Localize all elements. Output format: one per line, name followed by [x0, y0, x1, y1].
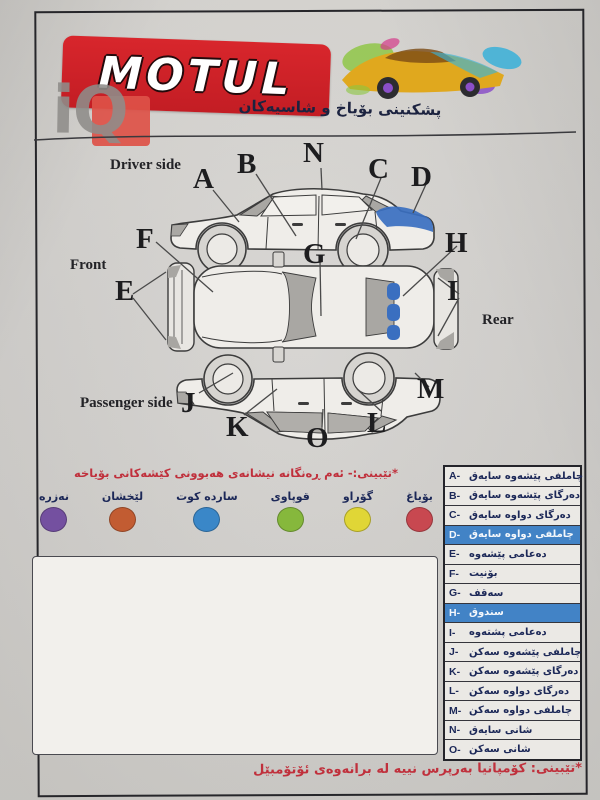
table-row: G- سەقف: [445, 584, 580, 604]
zone-letter-l: L: [367, 407, 387, 439]
table-row: O- شانی سەکن: [445, 740, 580, 759]
zone-letter-i: I: [447, 275, 459, 307]
part-label: چاملفی دواوە سایەق: [469, 529, 574, 541]
table-row: M- چاملفی دواوە سەکن: [445, 701, 580, 721]
part-key: B-: [449, 489, 461, 502]
paint-mark-zone-h: [387, 283, 400, 340]
part-label: بۆنیت: [469, 568, 498, 580]
zone-letter-a: A: [193, 163, 214, 195]
part-label: دەرگای دواوە سایەق: [469, 509, 571, 521]
part-key: A-: [449, 470, 461, 483]
legend-item: ساردە کوت: [176, 490, 238, 548]
legend-item: لێخشان: [102, 490, 143, 548]
zone-letter-e: E: [115, 275, 135, 307]
zone-letter-n: N: [303, 137, 324, 169]
legend-color-dot: [405, 507, 433, 532]
legend-label: گۆراو: [342, 490, 374, 503]
label-rear: Rear: [482, 312, 514, 328]
part-label: دەرگای دواوە سەکن: [469, 685, 570, 697]
zone-letter-g: G: [303, 238, 326, 270]
part-label: چاملفی پێشەوە سەکن: [469, 646, 582, 658]
legend-note: *تێبینی:- ئەم ڕەنگانە نیشانەی هەبوونی کێ…: [74, 466, 398, 480]
table-row: I- دەعامی پشتەوە: [445, 623, 580, 643]
part-label: چاملفی پێشەوە سایەق: [469, 470, 584, 482]
table-row: D- چاملفی دواوە سایەق: [445, 525, 580, 546]
part-key: D-: [449, 528, 461, 541]
table-row: F- بۆنیت: [445, 564, 580, 585]
legend-color-dot: [193, 507, 221, 532]
legend-label: قوپاوی: [270, 490, 310, 503]
table-row: K- دەرگای پێشەوە سەکن: [445, 662, 580, 682]
part-label: دەرگای پێشەوە سەکن: [469, 666, 579, 678]
table-row: C- دەرگای دواوە سایەق: [445, 506, 580, 526]
part-label: شانی سایەق: [469, 724, 533, 736]
legend-color-dot: [40, 507, 68, 532]
part-label: دەرگای پێشەوە سایەق: [469, 490, 581, 502]
zone-letter-d: D: [411, 161, 432, 193]
table-row: N- شانی سایەق: [445, 720, 580, 741]
part-label: دەعامی پشتەوە: [469, 627, 547, 639]
color-legend: بۆیاغ گۆراو قوپاوی ساردە کوت لێخشان نەزر…: [33, 490, 439, 548]
table-row: J- چاملفی پێشەوە سەکن: [445, 642, 582, 663]
legend-item: نەزرە: [39, 490, 69, 548]
table-row: E- دەعامی پێشەوە: [445, 545, 580, 565]
header-divider: [33, 131, 577, 141]
label-driver-side: Driver side: [110, 157, 181, 173]
car-splash-art: [342, 38, 522, 99]
part-key: L-: [449, 685, 459, 698]
legend-label: ساردە کوت: [176, 490, 238, 503]
zone-letter-c: C: [368, 153, 389, 185]
footer-note: *تێبینی: کۆمپانیا بەرپرس نییە لە برانەوە…: [253, 760, 583, 778]
part-key: M-: [449, 704, 462, 717]
leader-lines: [132, 167, 460, 428]
legend-color-dot: [344, 507, 372, 532]
part-key: N-: [449, 724, 461, 737]
part-key: H-: [449, 606, 461, 619]
car-diagram-art: [132, 167, 460, 441]
table-row: B- دەرگای پێشەوە سایەق: [445, 486, 581, 507]
legend-label: لێخشان: [101, 490, 144, 503]
label-passenger-side: Passenger side: [80, 395, 173, 411]
legend-item: بۆیاغ: [405, 490, 433, 548]
part-key: C-: [449, 509, 461, 522]
legend-color-dot: [276, 507, 304, 532]
part-label: چاملفی دواوە سەکن: [469, 705, 573, 717]
legend-label: بۆیاغ: [406, 490, 433, 503]
zone-letter-h: H: [445, 227, 468, 259]
legend-color-dot: [109, 507, 137, 532]
zone-letter-k: K: [226, 411, 249, 443]
part-key: O-: [449, 743, 461, 756]
legend-item: گۆراو: [343, 490, 373, 548]
zone-letter-o: O: [306, 422, 329, 454]
legend-label: نەزرە: [39, 490, 69, 503]
notes-box: [32, 556, 438, 755]
paint-mark-zone-d: [376, 206, 433, 232]
part-label: دەعامی پێشەوە: [469, 548, 547, 560]
part-label: سەقف: [469, 587, 504, 599]
zone-letter-f: F: [136, 223, 154, 255]
parts-table: A- چاملفی پێشەوە سایەق B- دەرگای پێشەوە …: [443, 465, 584, 761]
zone-letter-j: J: [181, 387, 196, 419]
part-key: E-: [449, 548, 460, 561]
part-key: J-: [449, 646, 459, 659]
part-label: سندوق: [469, 607, 504, 619]
label-front: Front: [70, 257, 107, 273]
table-row: A- چاملفی پێشەوە سایەق: [445, 467, 584, 487]
table-row: H- سندوق: [445, 603, 580, 624]
zone-letter-b: B: [237, 148, 257, 180]
part-label: شانی سەکن: [469, 744, 531, 756]
part-key: I-: [449, 626, 456, 639]
part-key: G-: [449, 587, 461, 600]
part-key: F-: [449, 567, 459, 580]
legend-item: قوپاوی: [271, 490, 310, 548]
table-row: L- دەرگای دواوە سەکن: [445, 681, 580, 702]
part-key: K-: [449, 665, 461, 678]
zone-letter-m: M: [417, 373, 445, 405]
